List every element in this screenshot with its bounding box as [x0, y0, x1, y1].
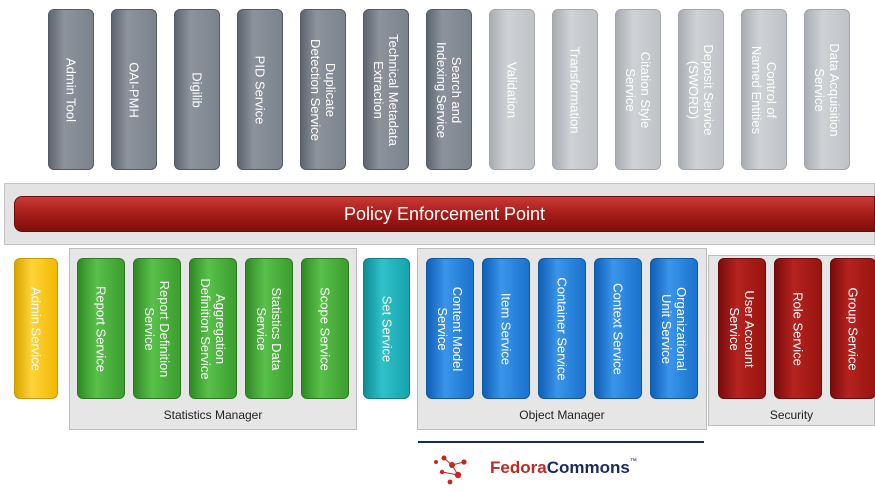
citation-style-service-tile[interactable]: Citation Style Service — [615, 9, 661, 170]
container-service-tile[interactable]: Container Service — [538, 258, 586, 399]
data-acquisition-service-tile[interactable]: Data Acquisition Service — [804, 9, 850, 170]
logo-divider — [418, 441, 704, 443]
citation-style-service-label: Citation Style Service — [623, 51, 653, 128]
oai-pmh-tile[interactable]: OAI-PMH — [111, 9, 157, 170]
technical-metadata-extraction-label: Technical Metadata Extraction — [371, 33, 401, 146]
policy-enforcement-label: Policy Enforcement Point — [343, 203, 546, 224]
user-account-service-label: User Account Service — [727, 289, 757, 368]
deposit-service-sword-tile[interactable]: Deposit Service (SWORD) — [678, 9, 724, 170]
statistics-manager-label: Statistics Manager — [163, 408, 263, 422]
content-model-service-tile[interactable]: Content Model Service — [426, 258, 474, 399]
oai-pmh-label: OAI-PMH — [126, 61, 142, 118]
content-model-service-label: Content Model Service — [435, 286, 465, 371]
item-service-label: Item Service — [498, 292, 514, 365]
transformation-tile[interactable]: Transformation — [552, 9, 598, 170]
technical-metadata-extraction-tile[interactable]: Technical Metadata Extraction — [363, 9, 409, 170]
scope-service-tile[interactable]: Scope Service — [301, 258, 349, 399]
deposit-service-sword-label: Deposit Service (SWORD) — [686, 43, 716, 136]
admin-tool-tile[interactable]: Admin Tool — [48, 9, 94, 170]
organizational-unit-service-tile[interactable]: Organizational Unit Service — [650, 258, 698, 399]
security-label: Security — [769, 408, 814, 422]
digilib-label: Digilib — [189, 71, 205, 108]
set-service-tile[interactable]: Set Service — [363, 258, 410, 399]
scope-service-label: Scope Service — [317, 286, 333, 371]
fedora-commons-logo-icon — [434, 455, 467, 485]
duplicate-detection-service-label: Duplicate Detection Service — [308, 38, 338, 141]
item-service-tile[interactable]: Item Service — [482, 258, 530, 399]
digilib-tile[interactable]: Digilib — [174, 9, 220, 170]
policy-enforcement-point: Policy Enforcement Point — [14, 196, 875, 232]
aggregation-definition-service-tile[interactable]: Aggregation Definition Service — [189, 258, 237, 399]
transformation-label: Transformation — [567, 46, 583, 133]
group-service-label: Group Service — [845, 286, 861, 371]
admin-tool-label: Admin Tool — [63, 57, 79, 122]
search-and-indexing-service-label: Search and Indexing Service — [434, 41, 464, 138]
report-definition-service-tile[interactable]: Report Definition Service — [133, 258, 181, 399]
fedora-commons-logo-text: FedoraCommons™ — [490, 458, 637, 477]
data-acquisition-service-label: Data Acquisition Service — [812, 42, 842, 137]
duplicate-detection-service-tile[interactable]: Duplicate Detection Service — [300, 9, 346, 170]
pid-service-tile[interactable]: PID Service — [237, 9, 283, 170]
user-account-service-tile[interactable]: User Account Service — [718, 258, 766, 399]
search-and-indexing-service-tile[interactable]: Search and Indexing Service — [426, 9, 472, 170]
validation-label: Validation — [504, 61, 520, 118]
statistics-data-service-tile[interactable]: Statistics Data Service — [245, 258, 293, 399]
report-service-label: Report Service — [93, 285, 109, 372]
admin-service-label: Admin Service — [28, 286, 44, 371]
organizational-unit-service-label: Organizational Unit Service — [659, 286, 689, 371]
validation-tile[interactable]: Validation — [489, 9, 535, 170]
admin-service-tile[interactable]: Admin Service — [14, 258, 58, 399]
context-service-label: Context Service — [610, 282, 626, 375]
pid-service-label: PID Service — [252, 55, 268, 124]
report-service-tile[interactable]: Report Service — [77, 258, 125, 399]
container-service-label: Container Service — [554, 276, 570, 381]
role-service-label: Role Service — [790, 291, 806, 366]
aggregation-definition-service-label: Aggregation Definition Service — [198, 277, 228, 380]
statistics-data-service-label: Statistics Data Service — [254, 286, 284, 371]
control-of-named-entities-label: Control of Named Entities — [749, 45, 779, 134]
object-manager-label: Object Manager — [519, 408, 605, 422]
control-of-named-entities-tile[interactable]: Control of Named Entities — [741, 9, 787, 170]
group-service-tile[interactable]: Group Service — [830, 258, 875, 399]
report-definition-service-label: Report Definition Service — [142, 280, 172, 377]
role-service-tile[interactable]: Role Service — [774, 258, 822, 399]
set-service-label: Set Service — [379, 295, 394, 362]
context-service-tile[interactable]: Context Service — [594, 258, 642, 399]
